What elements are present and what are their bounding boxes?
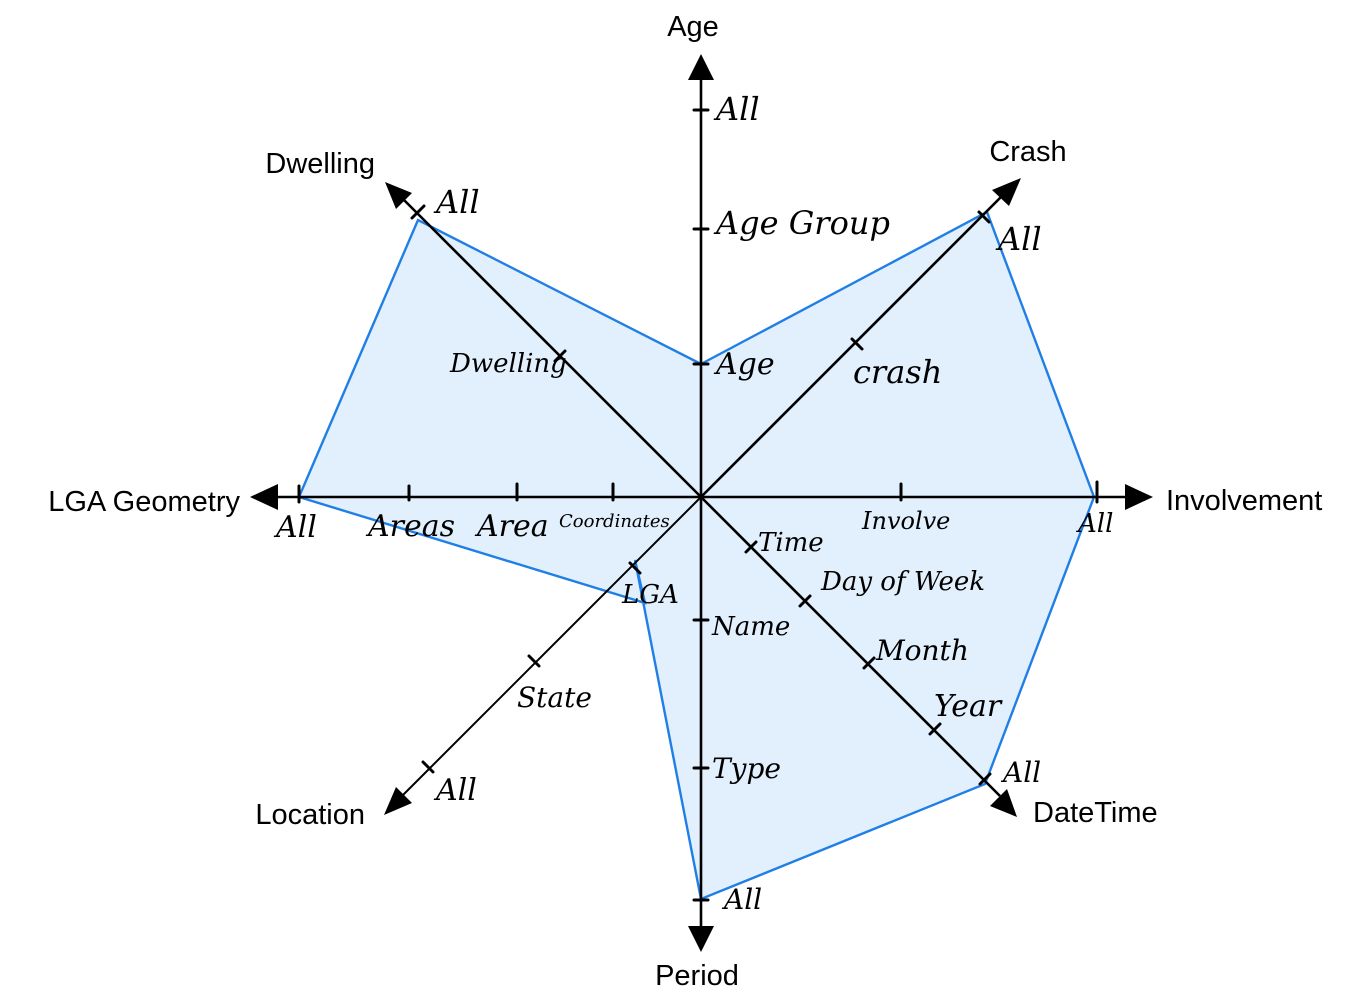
level-label-datetime-day-of-week: Day of Week: [820, 567, 985, 597]
dimension-name-dwelling: Dwelling: [265, 148, 375, 180]
arrow-up-right-icon: [992, 178, 1021, 206]
level-label-period-type: Type: [712, 752, 781, 785]
arrow-right-icon: [1125, 484, 1153, 510]
dimension-name-involvement: Involvement: [1166, 485, 1322, 517]
level-label-lga-geometry-areas: Areas: [365, 509, 455, 544]
level-label-location-all: All: [433, 773, 477, 808]
level-label-involvement-all: All: [1076, 509, 1113, 539]
level-label-datetime-all: All: [1000, 756, 1041, 789]
level-label-age-age: Age: [713, 347, 775, 382]
dimension-name-period: Period: [655, 960, 739, 992]
dimension-name-datetime: DateTime: [1033, 797, 1158, 829]
level-label-crash-all: All: [995, 220, 1042, 258]
dimension-name-lga-geometry: LGA Geometry: [48, 486, 240, 518]
level-label-datetime-time: Time: [758, 528, 824, 558]
dimension-name-location: Location: [255, 799, 365, 831]
dimension-name-age: Age: [667, 11, 719, 43]
arrow-down-icon: [688, 926, 714, 952]
level-label-age-age-group: Age Group: [713, 204, 890, 242]
level-label-datetime-year: Year: [934, 689, 1003, 724]
axis-lga-geometry: [250, 484, 701, 510]
level-label-involvement-involve: Involve: [861, 507, 950, 535]
level-label-dwelling-all: All: [433, 183, 480, 221]
level-label-datetime-month: Month: [875, 634, 969, 667]
level-label-location-state: State: [517, 681, 592, 714]
level-label-dwelling-dwelling: Dwelling: [449, 349, 567, 379]
axis-dwelling: [385, 182, 702, 498]
level-label-lga-geometry-all: All: [273, 510, 317, 545]
axis-ticks: [297, 108, 1099, 902]
axis-crash: [700, 178, 1021, 498]
level-label-period-name: Name: [711, 612, 790, 642]
selected-levels-polygon: [297, 210, 1096, 901]
level-label-crash-crash: crash: [853, 353, 942, 391]
arrow-left-icon: [250, 484, 278, 510]
level-label-lga-geometry-area: Area: [474, 509, 549, 544]
arrow-up-left-icon: [385, 182, 412, 209]
axis-age: [688, 54, 714, 497]
arrow-up-icon: [688, 54, 714, 80]
arrow-down-right-icon: [990, 789, 1017, 817]
level-label-location-lga: LGA: [621, 580, 679, 610]
level-label-period-all: All: [721, 883, 762, 916]
level-label-lga-geometry-coordinates: Coordinates: [559, 511, 670, 532]
dimension-name-crash: Crash: [989, 136, 1066, 168]
axis-location: [384, 496, 702, 815]
arrow-down-left-icon: [384, 787, 412, 815]
axis-involvement: [701, 484, 1153, 510]
axis-period: [688, 497, 714, 952]
level-label-age-all: All: [713, 90, 760, 128]
